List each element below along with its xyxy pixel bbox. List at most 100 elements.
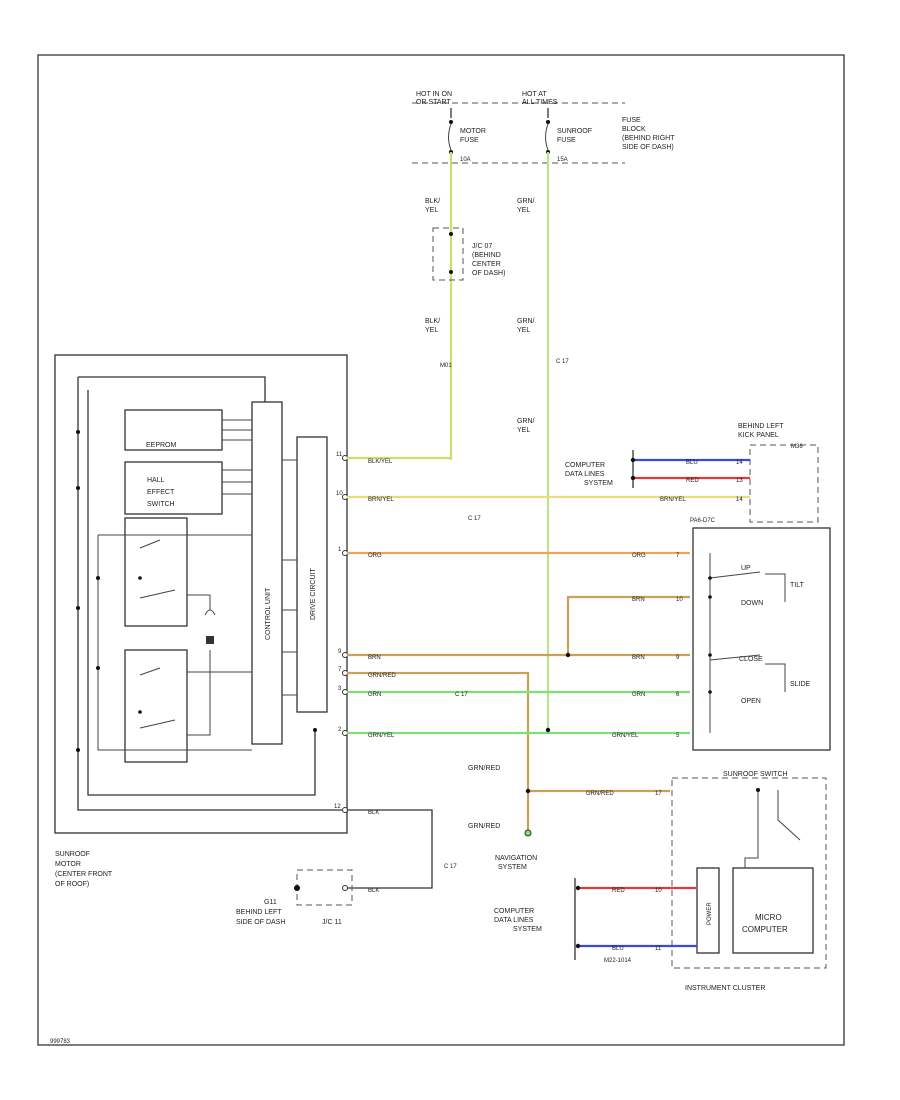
hall-line3: SWITCH <box>147 501 175 508</box>
relay-lower-dot <box>138 710 142 714</box>
cluster-wire-red: RED <box>612 888 625 894</box>
control-unit-box <box>251 401 283 745</box>
relay-lower-box <box>124 649 188 763</box>
grn-yel-label-low-2: YEL <box>517 427 530 434</box>
dataline-wire-blu: BLU <box>686 460 698 466</box>
behind-left-line1: BEHIND LEFT <box>738 423 784 430</box>
wire-brn-branch <box>566 595 690 655</box>
motor-pin-8: 12 <box>334 804 341 810</box>
motor-inner-top-line <box>78 376 266 402</box>
grn-red-end-node <box>524 829 532 837</box>
hot-right-line2: ALL TIMES <box>522 99 558 106</box>
jc07-line3: CENTER <box>472 261 501 268</box>
fuse-block-line1: FUSE <box>622 117 641 124</box>
micro-line2: COMPUTER <box>742 925 788 934</box>
switch-pin-3: 9 <box>676 655 680 661</box>
ground-line2: BEHIND LEFT <box>236 909 282 916</box>
grn-yel-label-mid-2: YEL <box>517 327 530 334</box>
jc07-box <box>432 227 464 281</box>
ground-wire-label: BLK <box>368 888 379 894</box>
cluster-wire-label: GRN/RED <box>586 791 614 797</box>
switch-down-label: DOWN <box>741 600 763 607</box>
c17-label-mid: C 17 <box>468 516 481 522</box>
footer-code: 999783 <box>50 1039 71 1045</box>
blk-yel-label-top-2: YEL <box>425 207 438 214</box>
fuse-block-line3: (BEHIND RIGHT <box>622 135 675 142</box>
motor-pin-3: 1 <box>338 547 342 553</box>
wire-blk-ground <box>345 809 433 889</box>
cluster-switch-node <box>756 788 760 792</box>
switch-wire-5: GRN/YEL <box>612 733 639 739</box>
switch-tilt-label: TILT <box>790 582 805 589</box>
motor-wire-label-6: GRN <box>368 692 381 698</box>
relay-upper-dot <box>138 576 142 580</box>
motor-pin-1: 11 <box>336 452 343 458</box>
ground-jc-label: J/C 11 <box>322 919 342 926</box>
computer-line2: DATA LINES <box>494 917 534 924</box>
jc07-line4: OF DASH) <box>472 270 505 277</box>
motor-wire-label-3: ORG <box>368 553 382 559</box>
switch-close-label: CLOSE <box>739 656 763 663</box>
switch-up-label: UP <box>741 565 751 572</box>
motor-label-line3: (CENTER FRONT <box>55 871 113 878</box>
hall-line2: EFFECT <box>147 489 175 496</box>
motor-connector-pins <box>342 455 348 813</box>
fuse-right-amp: 15A <box>557 157 568 163</box>
switch-pin-5: 5 <box>676 733 680 739</box>
grn-yel-label-top-1: GRN/ <box>517 198 535 205</box>
motor-inner-second-line <box>87 390 316 796</box>
eeprom-label: EEPROM <box>146 442 177 449</box>
motor-node-4 <box>96 666 100 670</box>
grn-yel-label-top-2: YEL <box>517 207 530 214</box>
blk-yel-label-mid-2: YEL <box>425 327 438 334</box>
relay-lower-contacts <box>139 667 176 729</box>
cluster-wire-pin: 17 <box>655 791 662 797</box>
dataline-pin-1: 14 <box>736 460 743 466</box>
sunroof-switch-label: SUNROOF SWITCH <box>723 771 788 778</box>
jc07-top-dot <box>449 232 453 236</box>
switch-wire-3: BRN <box>632 655 645 661</box>
motor-node-3 <box>96 576 100 580</box>
fuse-block-line4: SIDE OF DASH) <box>622 144 674 151</box>
motor-wire-label-8: BLK <box>368 810 379 816</box>
outer-frame <box>37 54 845 1046</box>
switch-contacts <box>709 553 761 733</box>
motor-symbol-arc <box>204 609 216 616</box>
ground-icon <box>294 885 300 891</box>
jc07-bottom-dot <box>449 270 453 274</box>
control-unit-label: CONTROL UNIT <box>265 587 272 640</box>
switch-bus <box>765 573 786 692</box>
behind-left-line2: KICK PANEL <box>738 432 779 439</box>
wire-grn-red <box>347 671 530 835</box>
fuse-left-amp: 10A <box>460 157 471 163</box>
c17-label-low: C 17 <box>455 692 468 698</box>
switch-wire-1: ORG <box>632 553 646 559</box>
hall-effect-box <box>124 461 223 515</box>
switch-pin-2: 10 <box>676 597 683 603</box>
motor-label-line2: MOTOR <box>55 861 81 868</box>
cluster-pin-1: 10 <box>655 888 662 894</box>
grn-yel-label-mid-1: GRN/ <box>517 318 535 325</box>
c17-label-ground: C 17 <box>444 864 457 870</box>
dataline-right-wire: BRN/YEL <box>660 497 686 503</box>
motor-node-5 <box>76 606 80 610</box>
switch-pin-4: 6 <box>676 692 680 698</box>
fuse-right-icon <box>545 123 549 151</box>
nav-line2: SYSTEM <box>498 864 527 871</box>
fuse-right-line2: FUSE <box>557 137 576 144</box>
switch-pin-1: 7 <box>676 553 680 559</box>
micro-line1: MICRO <box>755 913 782 922</box>
switch-block-box <box>692 527 831 751</box>
switch-wire-2: BRN <box>632 597 645 603</box>
motor-node-7 <box>313 728 317 732</box>
motor-node-6 <box>76 748 80 752</box>
dataline-top-line2: DATA LINES <box>565 471 605 478</box>
motor-label-line4: OF ROOF) <box>55 881 89 888</box>
fuse-left-top-dot <box>449 120 453 124</box>
motor-pin-6: 3 <box>338 686 342 692</box>
motor-symbol-icon <box>206 636 214 644</box>
fuse-block-line2: BLOCK <box>622 126 646 133</box>
nav-line1: NAVIGATION <box>495 855 537 862</box>
switch-contact-dots <box>708 576 712 694</box>
